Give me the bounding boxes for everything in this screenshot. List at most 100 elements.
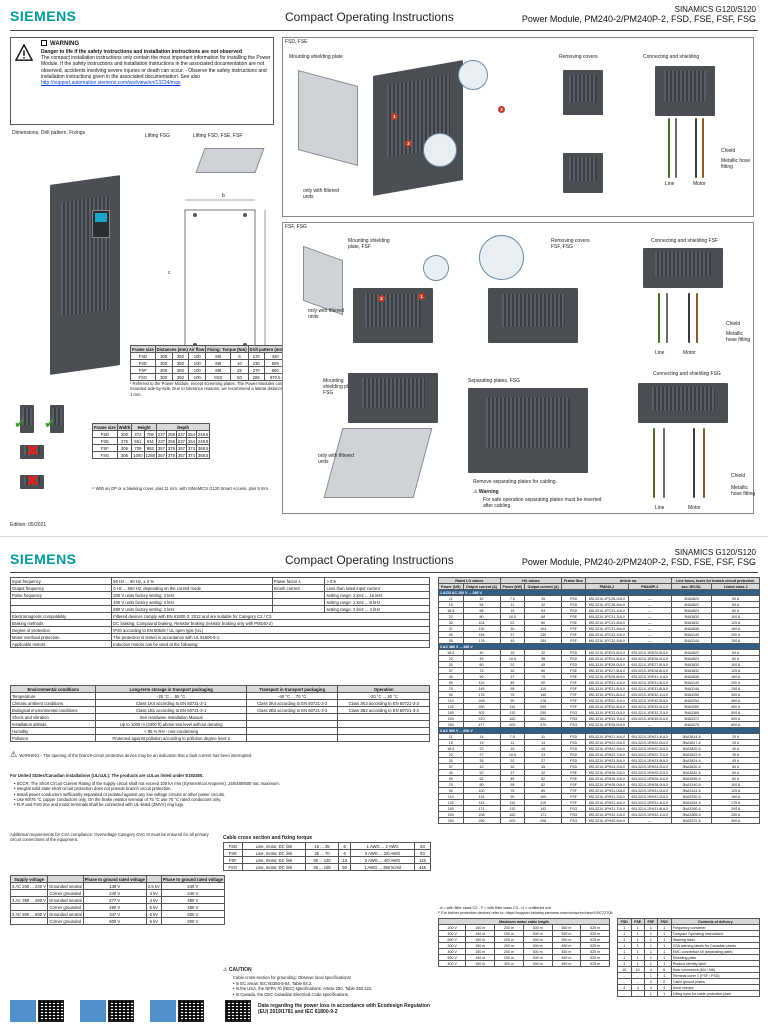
supply-header: Supply voltage — [10, 875, 48, 883]
order-cell: 3NA3372-6 — [670, 817, 713, 824]
page-separator — [0, 536, 768, 537]
env-cell: -20 °C ... 40 °C — [337, 692, 430, 700]
qr-button-1[interactable] — [10, 1000, 36, 1022]
qr-code-1[interactable] — [38, 1000, 64, 1022]
step-1-badge: 1 — [418, 293, 425, 300]
ul-point: • Install power conductors sufficiently … — [14, 791, 226, 797]
cable-cell: 6 — [337, 842, 352, 850]
ul-list: • SCCR: The Short Circuit Current Rating… — [14, 781, 429, 807]
fsd-unit-drawing — [373, 60, 463, 196]
spec-value-2: setting range: 2 kHz ... 8 kHz — [324, 598, 430, 606]
mounting-fsf-label: Mounting shielding plate, FSF — [348, 238, 390, 250]
warning-small-icon: ⚠ — [473, 489, 479, 495]
warning-heading: WARNING — [41, 40, 79, 47]
panel-fsd-fse: FSD, FSE Mounting shielding plate 1 2 3 … — [282, 37, 754, 217]
order-note: - A = with filter class C2 - F = with fi… — [438, 906, 552, 910]
panel-fsd-fse-title: FSD, FSE — [285, 39, 308, 45]
metallic-label-2: Metallic hose fitting — [726, 331, 751, 343]
caution-label: ⚠ CAUTION — [223, 967, 252, 973]
env-header: Operation — [337, 685, 430, 693]
cable-cell: 35 ... 120 — [305, 856, 339, 864]
env-header: Long-term storage in transport packaging — [95, 685, 247, 693]
spec-value-2: > 0.9 — [324, 577, 430, 585]
dim-cell: 374 — [185, 451, 197, 459]
fix-cell: 350 — [171, 373, 190, 381]
fsf-unit-drawing — [353, 288, 433, 343]
ul-point: • SCCR: The Short Circuit Current Rating… — [14, 781, 280, 786]
supply-cell: 6 kV — [145, 910, 162, 918]
dim-cell: FSF — [92, 444, 118, 452]
supply-cell: Grounded neutral — [47, 882, 84, 890]
env-cell: Shock and vibration — [9, 713, 97, 721]
fix-cell: 25 — [230, 366, 249, 374]
motor-cable-cell: 150 m — [465, 960, 496, 967]
supply-header: Phase to ground rated voltage — [82, 875, 147, 883]
fix-cell: 350 — [171, 366, 190, 374]
fix-cell: 100 — [188, 373, 207, 381]
caution-list: • In EC areas: IEC 60364-5-54, Table 54.… — [233, 981, 433, 997]
spec-label-2: Power factor λ — [271, 577, 326, 585]
supply-cell: 240 V — [160, 889, 226, 897]
cable-cell: 6 — [337, 849, 352, 857]
fsf-terminal-drawing — [643, 248, 723, 288]
dim-cell: 357 — [155, 444, 167, 452]
warning-body: Danger to life if the safety instruction… — [41, 49, 271, 86]
warning-link[interactable]: http://support.automation.siemens.com/ww… — [41, 80, 181, 87]
dim-cell: 357 — [155, 451, 167, 459]
mounting-fsg-label: Mounting shielding plate, FSG — [323, 378, 357, 396]
spec-value: 200 V units factory setting: 4 kHz — [111, 591, 273, 599]
supply-cell: Corner grounded — [47, 903, 84, 911]
cable — [666, 293, 668, 343]
contents-cell: 1 — [656, 990, 672, 997]
fix-cell: 350 — [171, 352, 190, 360]
cable — [663, 428, 665, 498]
qr-button-2[interactable] — [80, 1000, 106, 1022]
spec-value-2: setting range: 2 kHz ... 4 kHz — [324, 605, 430, 613]
caution-point: • In the USA, the NFPA 70 (NEC) specific… — [233, 986, 373, 992]
qr-button-3[interactable] — [150, 1000, 176, 1022]
fix-cell: M10 — [205, 373, 232, 381]
supply-header: Phase to ground rated voltage — [160, 875, 226, 883]
separating-drawing — [468, 388, 588, 473]
cover-drawing-1 — [563, 70, 603, 115]
page-title: Compact Operating Instructions — [285, 10, 454, 24]
supply-cell — [10, 903, 48, 911]
dim-cell: 200 — [116, 430, 133, 438]
dimensions-heading: Dimensions, Drill pattern, Fixings — [12, 130, 86, 136]
page-title-2: Compact Operating Instructions — [285, 553, 454, 567]
dim-cell: 237 — [155, 430, 167, 438]
only-filtered-label: only with filtered units — [303, 188, 339, 200]
qr-code-2[interactable] — [108, 1000, 134, 1022]
spec-label-2: Inrush current — [271, 584, 326, 592]
fix-cell: 300 — [154, 359, 173, 367]
motor-cable-cell: 525 m — [580, 960, 610, 967]
cable — [688, 293, 690, 343]
chield-label-3: Chield — [731, 473, 746, 479]
motor-label: Motor — [693, 181, 706, 187]
dim-cell: 378 — [165, 444, 177, 452]
dimension-note: ¹⁾ With an OP or a blanking cover, plus … — [92, 486, 270, 491]
supply-cell: 600 V — [160, 917, 226, 925]
env-cell: -25 °C ... 55 °C — [95, 692, 247, 700]
spec-label: Pulse frequency — [9, 591, 113, 599]
orientation-ok-1 — [20, 405, 34, 433]
contents-cell: Lifting eyes for cable protection plate — [670, 990, 761, 997]
qr-code-3[interactable] — [178, 1000, 204, 1022]
fix-cell: 100 — [188, 352, 207, 360]
qr-code-4[interactable] — [225, 1000, 251, 1022]
converter-body — [50, 175, 120, 375]
cover-drawing-2 — [563, 153, 603, 193]
dim-cell: 378 — [165, 451, 177, 459]
